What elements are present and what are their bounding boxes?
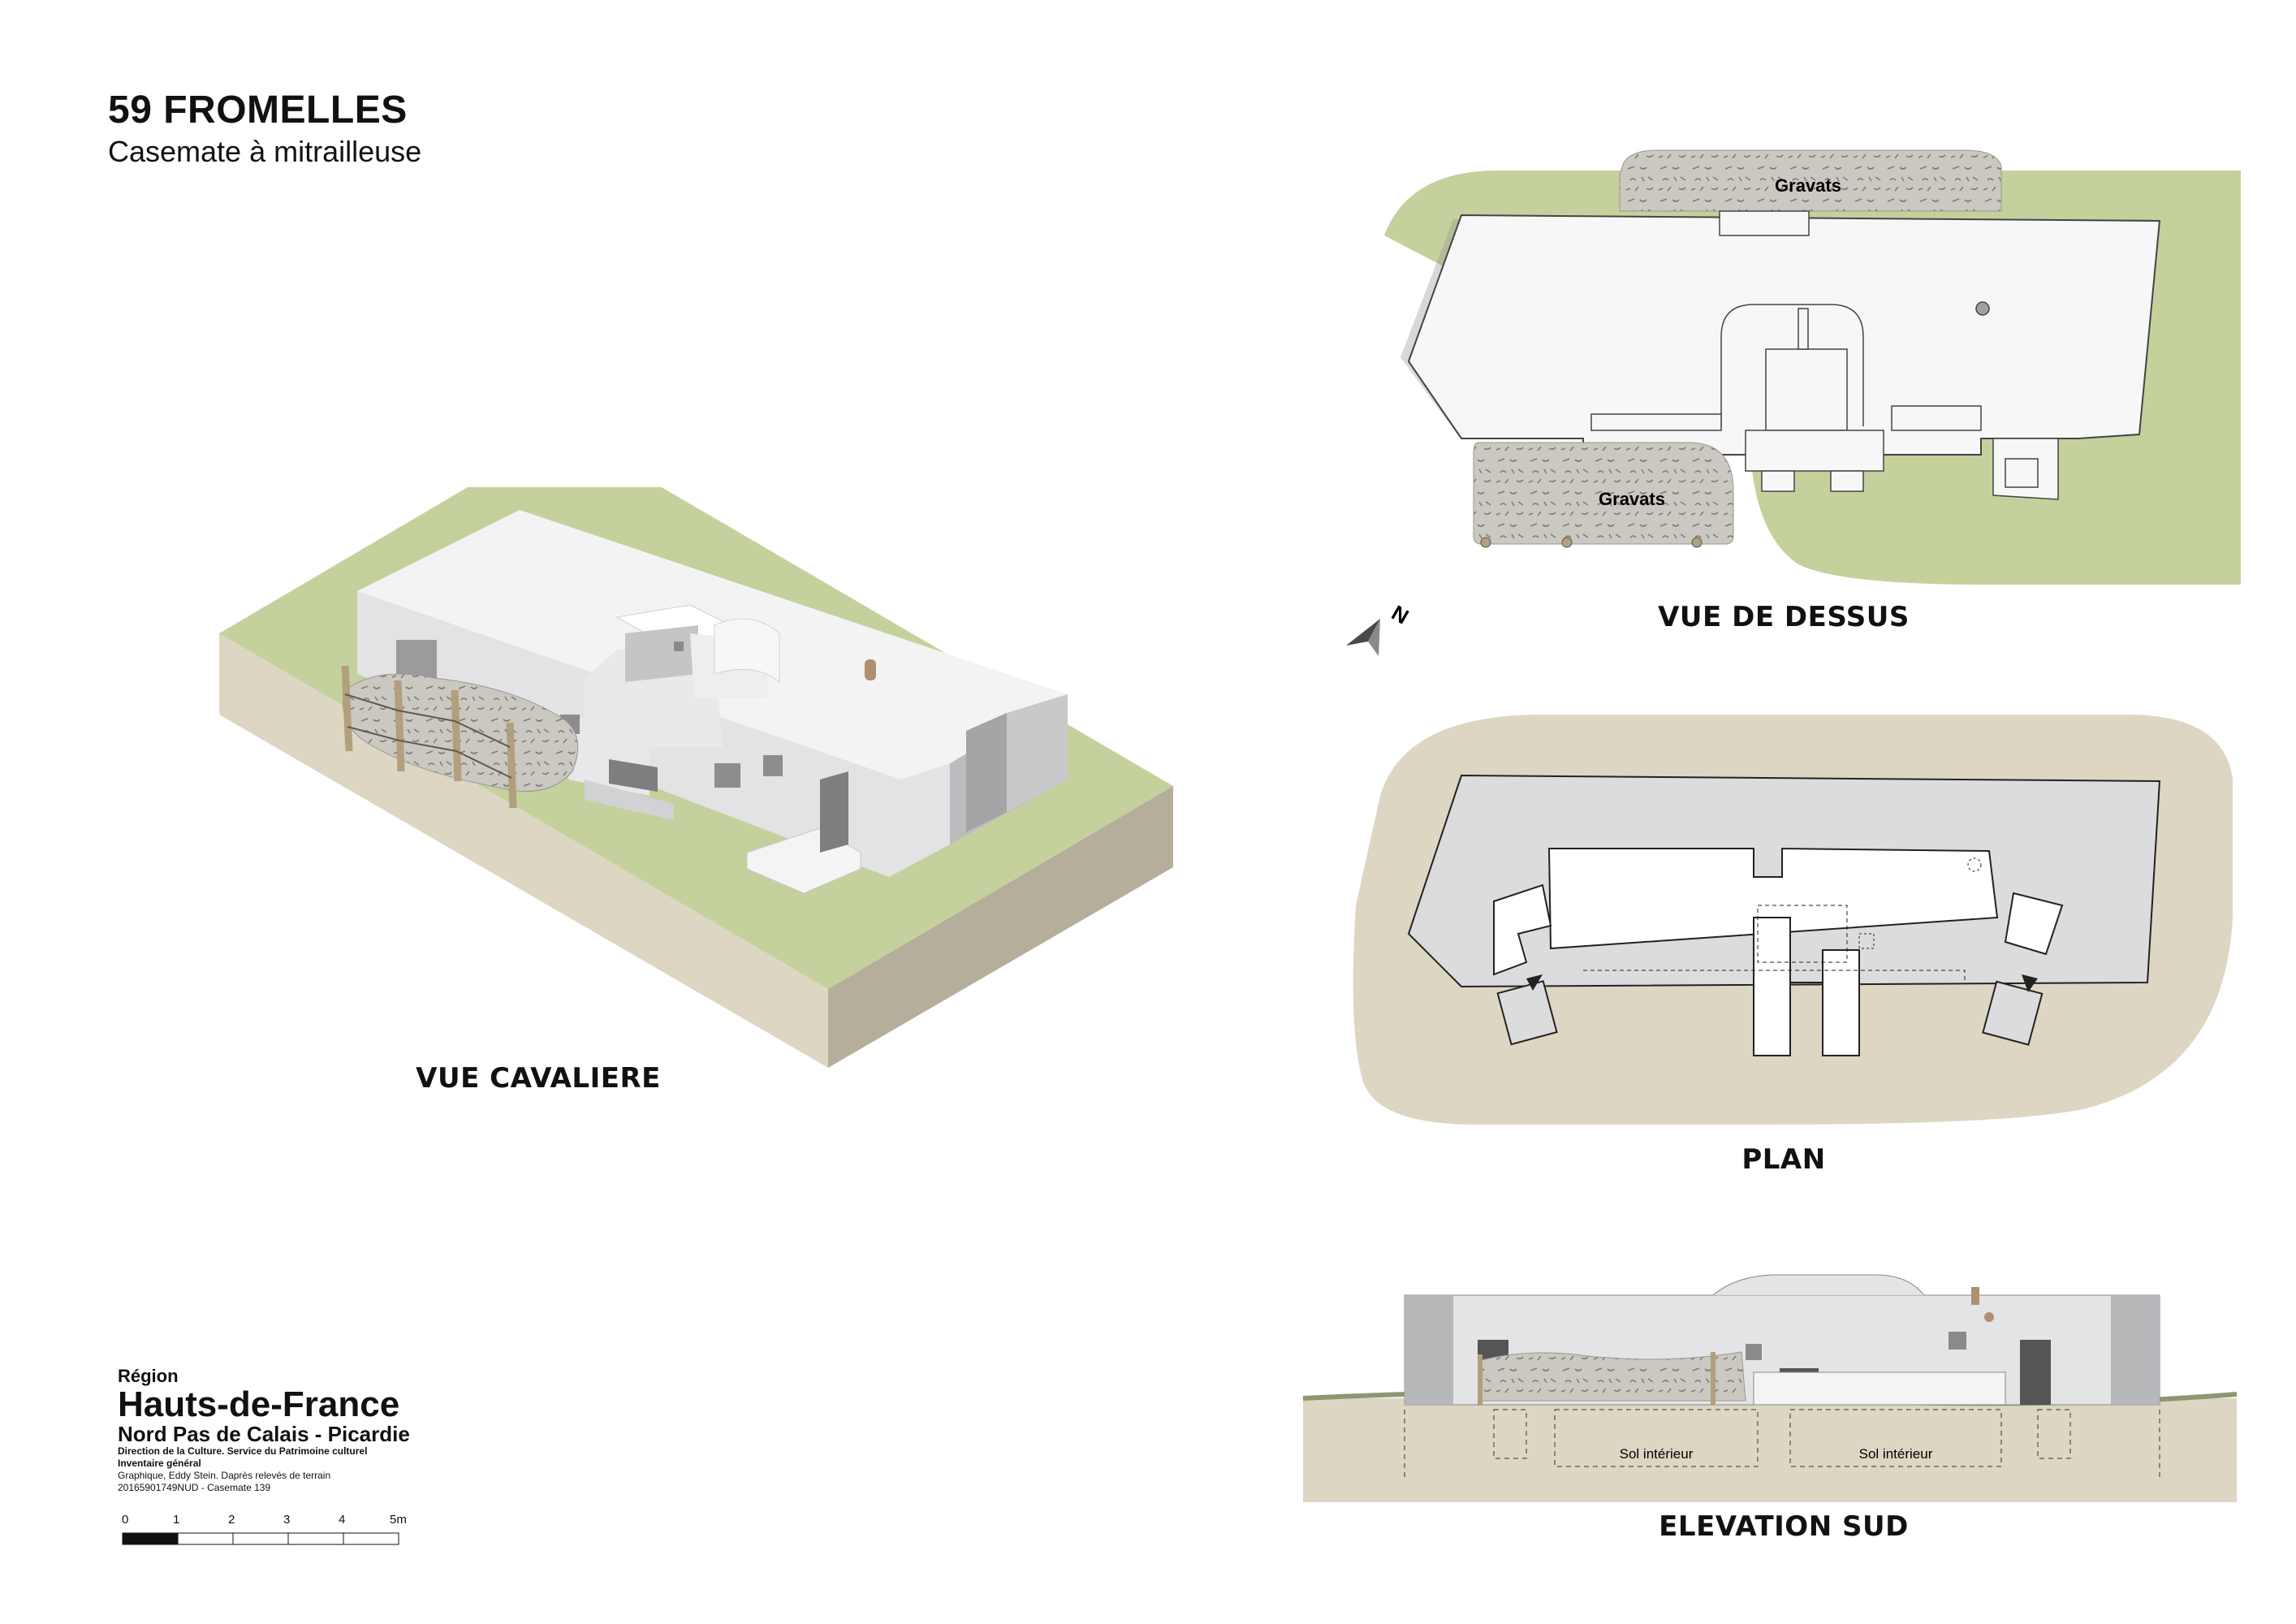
interior-floor-right: Sol intérieur bbox=[1859, 1446, 1933, 1462]
north-arrow: N bbox=[1346, 600, 1413, 656]
top-building bbox=[1407, 214, 2161, 456]
scale-tick-3: 3 bbox=[283, 1513, 290, 1527]
elev-soil bbox=[1303, 1398, 2237, 1502]
credit-reference: 20165901749NUD - Casemate 139 bbox=[118, 1482, 271, 1493]
scale-tick-2: 2 bbox=[228, 1513, 235, 1527]
plan-view bbox=[1353, 715, 2233, 1125]
isometric-view bbox=[219, 487, 1173, 1068]
credit-hauts-de-france: Hauts-de-France bbox=[118, 1384, 400, 1424]
caption-elevation: ELEVATION SUD bbox=[1659, 1510, 1909, 1543]
elevation-view: Sol intérieur Sol intérieur bbox=[1302, 1274, 2238, 1502]
top-rubble-south bbox=[1473, 442, 1734, 545]
credit-inventaire: Inventaire général bbox=[118, 1458, 201, 1469]
scale-tick-4: 4 bbox=[339, 1513, 345, 1527]
caption-plan: PLAN bbox=[1741, 1143, 1826, 1176]
credits-block: Région Hauts-de-France Nord Pas de Calai… bbox=[118, 1366, 410, 1494]
top-view: Gravats Gravats bbox=[1384, 149, 2241, 585]
credit-region: Région bbox=[118, 1366, 179, 1386]
scale-bar: 0 1 2 3 4 5m bbox=[122, 1513, 407, 1545]
page-subtitle: Casemate à mitrailleuse bbox=[108, 135, 422, 168]
iso-soil-right bbox=[828, 786, 1173, 1068]
rubble-label-south: Gravats bbox=[1599, 489, 1665, 509]
credit-graphique: Graphique, Eddy Stein. Daprès relevés de… bbox=[118, 1470, 331, 1481]
credit-npc: Nord Pas de Calais - Picardie bbox=[118, 1422, 410, 1446]
top-rubble-north bbox=[1619, 149, 2002, 212]
interior-floor-left: Sol intérieur bbox=[1620, 1446, 1694, 1462]
caption-top-view: VUE DE DESSUS bbox=[1658, 601, 1910, 633]
north-label: N bbox=[1388, 600, 1413, 628]
scale-tick-5m: 5m bbox=[390, 1513, 407, 1527]
page-title: 59 FROMELLES bbox=[108, 89, 408, 132]
scale-tick-1: 1 bbox=[173, 1513, 179, 1527]
credit-direction: Direction de la Culture. Service du Patr… bbox=[118, 1445, 368, 1457]
rubble-label-north: Gravats bbox=[1775, 175, 1841, 196]
north-arrow-icon bbox=[1346, 619, 1380, 646]
scale-tick-0: 0 bbox=[122, 1513, 128, 1527]
caption-isometric: VUE CAVALIERE bbox=[416, 1062, 661, 1095]
